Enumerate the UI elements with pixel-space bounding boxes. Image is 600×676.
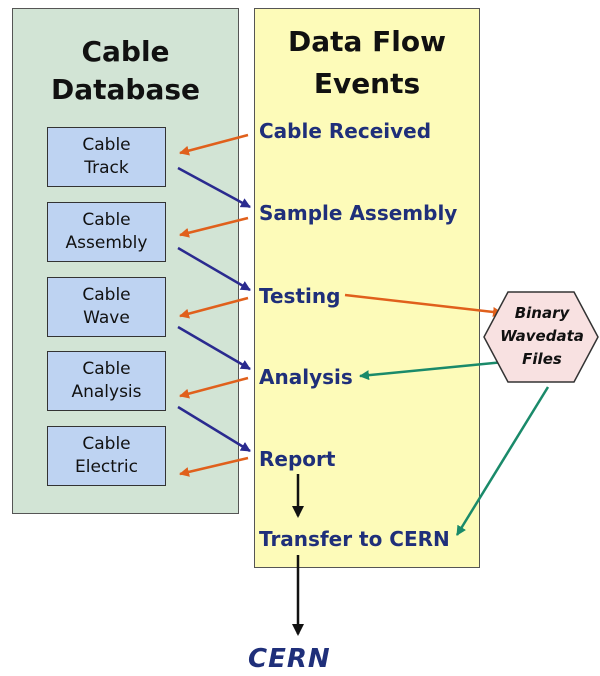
arrow-testing-to-wave: [179, 296, 249, 319]
box-line1: Cable: [82, 359, 131, 379]
database-title-line1: Cable: [81, 35, 170, 68]
box-line2: Wave: [83, 308, 130, 328]
box-line1: Cable: [82, 285, 131, 305]
arrow-analysis-to-analysis: [179, 376, 249, 399]
arrow-assembly-to-testing: [177, 246, 251, 292]
arrow-files-to-transfer: [455, 386, 550, 536]
box-line1: Cable: [82, 210, 131, 230]
event-cable-received: Cable Received: [259, 119, 432, 143]
arrow-wave-to-analysis: [177, 325, 251, 371]
dataflow-title-line1: Data Flow: [288, 25, 446, 58]
event-analysis: Analysis: [259, 365, 353, 389]
box-line2: Track: [84, 158, 129, 178]
event-sample-assembly: Sample Assembly: [259, 201, 458, 225]
binary-files-hexagon: [483, 291, 599, 383]
database-title-line2: Database: [50, 73, 200, 106]
arrow-received-to-track: [179, 133, 249, 156]
arrow-testing-to-files: [344, 293, 503, 317]
cable-wave-box: Cable Wave: [47, 277, 166, 337]
cern-label: CERN: [248, 644, 331, 674]
box-line2: Assembly: [65, 233, 148, 253]
cable-assembly-box: Cable Assembly: [47, 202, 166, 262]
arrow-analysis-to-report: [177, 405, 251, 453]
dataflow-title-line2: Events: [313, 67, 421, 100]
box-line1: Cable: [82, 135, 131, 155]
cable-electric-box: Cable Electric: [47, 426, 166, 486]
files-line1: Binary: [514, 304, 570, 322]
box-line2: Electric: [75, 457, 138, 477]
arrow-track-to-sample: [177, 166, 251, 209]
event-report: Report: [259, 447, 336, 471]
event-transfer-to-cern: Transfer to CERN: [259, 527, 450, 551]
cable-track-box: Cable Track: [47, 127, 166, 187]
files-line3: Files: [522, 350, 562, 368]
cable-analysis-box: Cable Analysis: [47, 351, 166, 411]
arrow-files-to-analysis: [359, 360, 505, 381]
arrow-report-to-electric: [179, 456, 249, 477]
event-testing: Testing: [259, 284, 341, 308]
box-line1: Cable: [82, 434, 131, 454]
files-line2: Wavedata: [500, 327, 584, 345]
arrow-assembly-to-assembly: [179, 216, 249, 238]
data-flow-events-panel: Data Flow Events: [254, 8, 480, 568]
box-line2: Analysis: [71, 382, 142, 402]
